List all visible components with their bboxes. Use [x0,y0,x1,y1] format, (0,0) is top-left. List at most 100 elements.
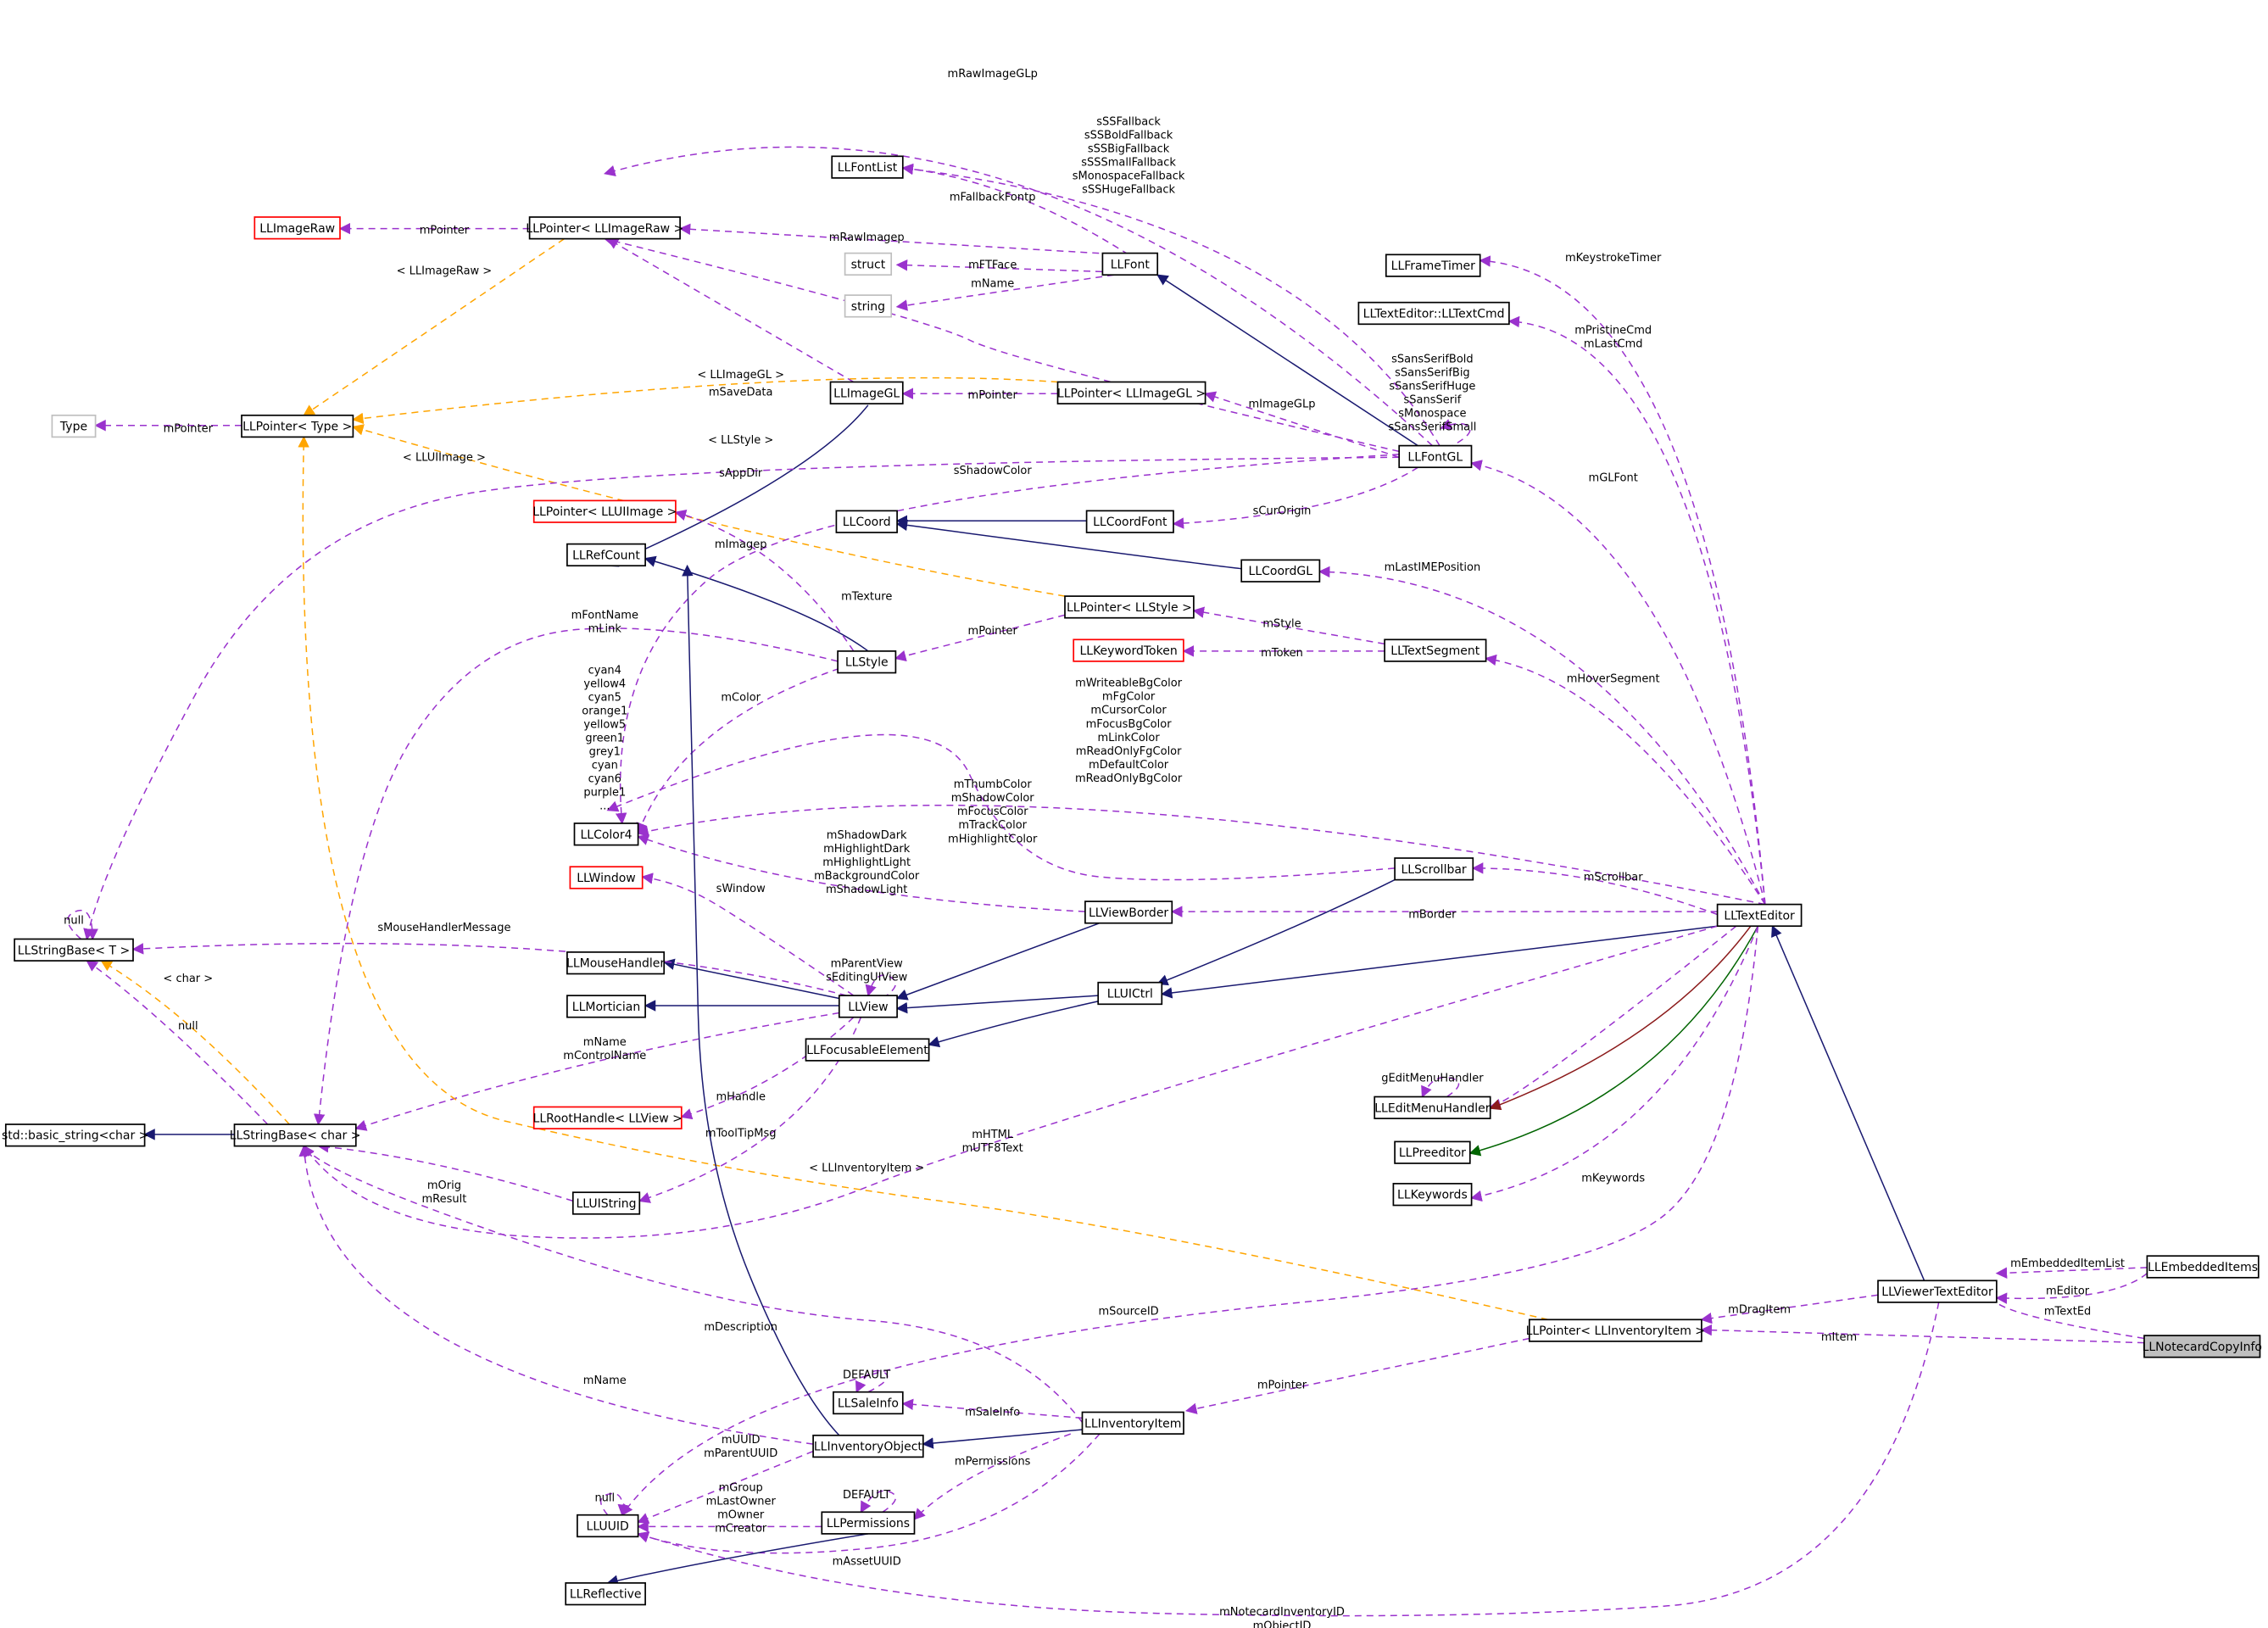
usage-edge-33 [83,456,1400,940]
node-llview[interactable]: LLView [838,995,898,1018]
node-lluuid[interactable]: LLUUID [577,1514,639,1538]
node-std-basic-string-char[interactable]: std::basic_string<char > [2,1123,148,1147]
node-llroothandle-llview[interactable]: LLRootHandle< LLView > [533,1106,683,1129]
node-llstyle[interactable]: LLStyle [837,650,897,674]
node-llpointer-llinventoryitem[interactable]: LLPointer< LLInventoryItem > [1526,1319,1705,1342]
usage-edge-68 [1700,1324,2145,1344]
usage-edge-35 [637,804,1766,906]
edge-label-smousehandlermessage: sMouseHandlerMessage [377,922,510,934]
node-type[interactable]: Type [51,414,97,438]
node-llsaleinfo[interactable]: LLSaleInfo [833,1391,904,1415]
node-label: LLStringBase< T > [18,944,130,957]
node-llfontgl[interactable]: LLFontGL [1398,444,1473,469]
node-llcolor4[interactable]: LLColor4 [573,822,639,846]
node-box [571,1191,641,1215]
node-llcoordfont[interactable]: LLCoordFont [1085,510,1174,533]
node-llstringbase-t[interactable]: LLStringBase< T > [14,938,134,962]
node-lltexteditor[interactable]: LLTextEditor [1716,903,1803,928]
node-llcoordgl[interactable]: LLCoordGL [1240,559,1321,583]
node-llkeywords[interactable]: LLKeywords [1392,1183,1473,1207]
node-llinventoryobject[interactable]: LLInventoryObject [812,1434,924,1458]
node-llimagegl[interactable]: LLImageGL [829,381,904,404]
node-llkeywordtoken[interactable]: LLKeywordToken [1073,638,1184,662]
node-struct[interactable]: struct [844,252,893,276]
edge-label-default: DEFAULT [843,1489,890,1502]
node-llpointer-llimagegl[interactable]: LLPointer< LLImageGL > [1056,381,1206,404]
node-label: LLRootHandle< LLView > [533,1112,683,1125]
node-label: LLTextEditor::LLTextCmd [1363,308,1505,321]
node-llviewborder[interactable]: LLViewBorder [1084,900,1173,924]
node-llinventoryitem[interactable]: LLInventoryItem [1081,1411,1184,1435]
node-llpermissions[interactable]: LLPermissions [821,1511,916,1535]
node-label: LLPointer< LLImageGL > [1057,387,1206,400]
node-llfocusableelement[interactable]: LLFocusableElement [805,1038,930,1062]
node-llrefcount[interactable]: LLRefCount [566,543,646,567]
node-llembeddeditems[interactable]: LLEmbeddedItems [2146,1255,2260,1279]
node-llfont[interactable]: LLFont [1101,252,1159,276]
node-llstringbase-char[interactable]: LLStringBase< char > [230,1123,361,1147]
node-llpointer-type[interactable]: LLPointer< Type > [241,414,354,438]
node-box [241,414,354,438]
node-box [844,252,893,276]
node-llreflective[interactable]: LLReflective [565,1582,646,1606]
node-lluistring[interactable]: LLUIString [571,1191,641,1215]
node-label: LLPreeditor [1399,1146,1466,1160]
node-label: LLColor4 [580,828,632,842]
edge-label-llinventoryitem: < LLInventoryItem > [809,1162,924,1174]
node-llscrollbar[interactable]: LLScrollbar [1394,857,1474,881]
node-box [1084,900,1173,924]
node-label: LLPointer< LLUIImage > [532,505,677,519]
edge-label-llimageraw: < LLImageRaw > [397,265,493,277]
node-llpointer-lluiimage[interactable]: LLPointer< LLUIImage > [532,499,677,523]
node-llmortician[interactable]: LLMortician [566,995,646,1018]
node-llmousehandler[interactable]: LLMouseHandler [566,951,665,975]
inherit-edge-41 [1160,925,1718,999]
node-llimageraw[interactable]: LLImageRaw [254,216,341,240]
edge-label-mborder: mBorder [1408,909,1457,922]
node-llpreeditor[interactable]: LLPreeditor [1394,1140,1471,1164]
usage-edge-69 [1700,1294,1879,1324]
node-label: LLPointer< LLInventoryItem > [1526,1324,1705,1338]
inherit-edge-42 [895,995,1099,1014]
node-label: LLStringBase< char > [230,1129,361,1143]
usage-edge-58 [303,925,1718,1239]
node-lltextsegment[interactable]: LLTextSegment [1384,638,1487,662]
node-label: LLUICtrl [1107,988,1153,1001]
edge-label-sappdir: sAppDir [719,467,763,480]
usage-edge-34 [615,454,1400,825]
usage-edge-78 [855,1369,889,1393]
usage-edge-56 [67,909,98,940]
edge-label-scurorigin: sCurOrigin [1253,505,1312,518]
usage-edge-72 [637,1302,1940,1617]
node-llwindow[interactable]: LLWindow [569,866,644,889]
node-lleditmenuhandler[interactable]: LLEditMenuHandler [1374,1096,1491,1119]
node-box [1073,638,1184,662]
node-llfontlist[interactable]: LLFontList [831,155,904,179]
node-string[interactable]: string [844,294,893,318]
node-llpointer-llstyle[interactable]: LLPointer< LLStyle > [1064,595,1195,619]
edge-label-char: < char > [163,973,213,985]
node-lltexteditor-lltextcmd[interactable]: LLTextEditor::LLTextCmd [1357,301,1510,326]
inherit-edge-86 [682,564,840,1436]
node-llnotecardcopyinfo[interactable]: LLNotecardCopyInfo [2143,1335,2262,1358]
usage-edge-65 [1995,1267,2148,1279]
node-box [528,216,681,240]
edges-layer [67,146,2148,1617]
usage-edge-48 [131,942,847,996]
node-box [835,510,898,533]
usage-edge-79 [637,1450,814,1524]
inherit-edge-43 [928,1001,1099,1048]
node-label: LLView [848,1001,888,1014]
usage-edge-1 [895,259,1115,273]
node-box [1385,254,1481,277]
node-label: LLFocusableElement [806,1044,928,1057]
node-llpointer-llimageraw[interactable]: LLPointer< LLImageRaw > [526,216,683,240]
node-lluictrl[interactable]: LLUICtrl [1097,981,1163,1006]
node-llcoord[interactable]: LLCoord [835,510,898,533]
node-llviewertexteditor[interactable]: LLViewerTextEditor [1877,1280,1998,1303]
node-llframetimer[interactable]: LLFrameTimer [1385,254,1481,277]
